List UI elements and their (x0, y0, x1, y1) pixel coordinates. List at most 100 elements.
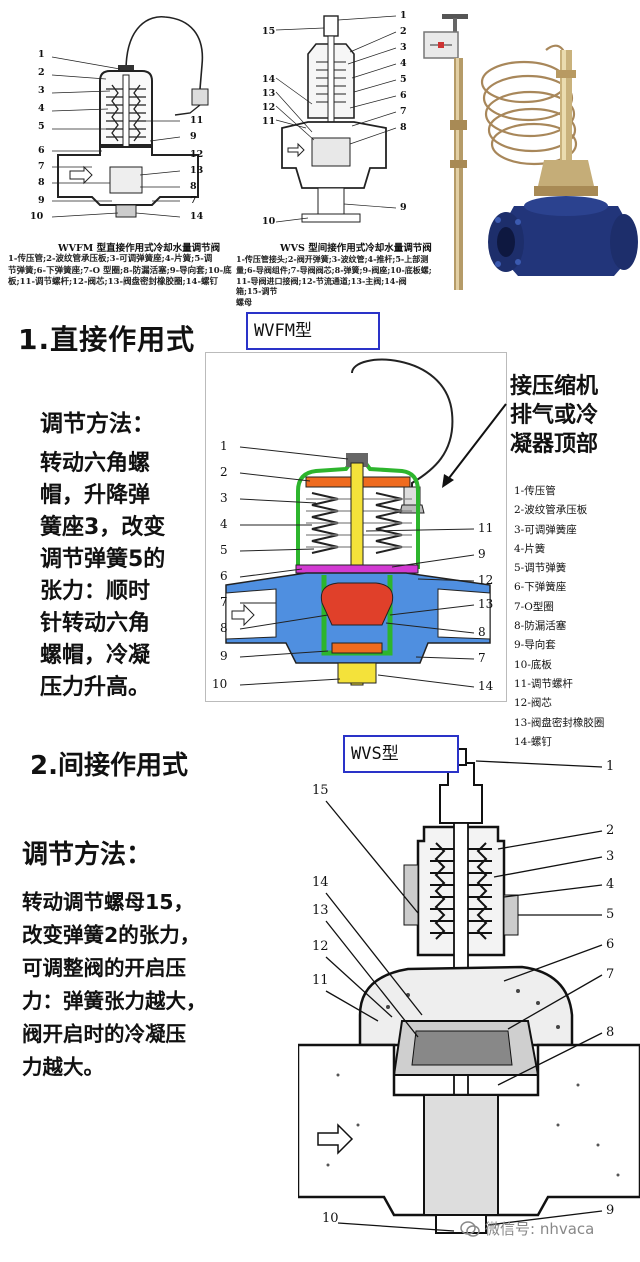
legend-item: 4-片簧 (514, 542, 546, 555)
section1-method-line: 簧座3，改变 (40, 515, 166, 540)
fig2-num-6: 6 (400, 90, 407, 101)
section2-method-title: 调节方法： (22, 840, 153, 870)
section2-method-text: 转动调节螺母15， 改变弹簧2的张力， 可调整阀的开启压 力：弹簧张力越大， 阀… (22, 886, 292, 1084)
diagram1-num-9: 9 (220, 649, 228, 663)
parts-legend: 1-传压管 2-波纹管承压板 3-可调弹簧座 4-片簧 5-调节弹簧 6-下弹簧… (514, 482, 638, 752)
valve-photo (418, 10, 640, 295)
fig2-caption-line: 量;6-导阀组件;7-导阀阀芯;8-弹簧;9-阀座;10-底板螺; (236, 264, 432, 275)
section1-method-line: 帽，升降弹 (40, 483, 151, 508)
top-figure-wvs: 15 14 13 12 11 10 1 2 3 4 5 6 7 8 9 (262, 8, 412, 236)
section1-method-title: 调节方法： (40, 411, 155, 437)
wvfm-line-drawing (51, 15, 209, 218)
legend-item: 11-调节螺杆 (514, 677, 573, 690)
fig2-num-11: 11 (262, 116, 276, 127)
diagram1-num-2: 2 (220, 465, 228, 479)
fig1-caption-line: 板;11-调节螺杆;12-阀芯;13-阀盘密封橡胶圈;14-螺钉 (8, 277, 218, 287)
diagram1-num-6: 6 (220, 569, 228, 583)
fig2-caption-line: 1-传压管接头;2-阀开弹簧;3-波纹管;4-推杆;5-上部测 (236, 254, 429, 264)
diagram1-num-9r: 9 (478, 547, 486, 561)
fig2-num-13: 13 (262, 88, 276, 99)
fig2-num-8: 8 (400, 122, 407, 133)
section2-method-line: 力越大。 (22, 1055, 104, 1079)
fig1-num-1: 1 (38, 49, 45, 60)
fig2-num-10: 10 (262, 216, 276, 227)
fig1-num-8: 8 (38, 177, 45, 188)
section2-method-line: 改变弹簧2的张力， (22, 923, 201, 947)
fig1-num-7r: 7 (190, 195, 197, 206)
fig1-num-5: 5 (38, 121, 45, 132)
wvs-large-diagram: 15 14 13 12 11 10 1 2 3 4 5 6 7 8 9 (298, 745, 640, 1250)
section1-method-line: 调节弹簧5的 (40, 547, 166, 572)
fig2-num-14: 14 (262, 74, 276, 85)
section2-method-line: 阀开启时的冷凝压 (22, 1022, 186, 1046)
legend-item: 1-传压管 (514, 485, 556, 497)
section2-method-line: 力：弹簧张力越大， (22, 989, 207, 1013)
fig1-num-9r: 9 (190, 131, 197, 142)
fig2-num-4: 4 (400, 58, 407, 69)
fig2-title: WVS 型间接作用式冷却水量调节阀 (280, 243, 432, 254)
diagram1-num-11: 11 (478, 521, 494, 535)
diagram1-num-10: 10 (212, 677, 228, 691)
section2-model-box: WVS型 (343, 735, 459, 773)
fig2-num-15: 15 (262, 26, 276, 37)
fig1-num-10: 10 (30, 211, 44, 222)
diagram1-num-12: 12 (478, 573, 494, 587)
diagram2-num-4: 4 (606, 877, 615, 892)
legend-item: 7-O型圈 (514, 600, 554, 613)
valve-photo-illustration (423, 14, 638, 290)
diagram1-num-1: 1 (220, 439, 228, 453)
section1-heading: 1.直接作用式 (18, 323, 196, 356)
fig2-num-5: 5 (400, 74, 407, 85)
legend-item: 9-导向套 (514, 639, 556, 652)
side-note-line: 排气或冷 (510, 403, 599, 428)
side-note: 接压缩机 排气或冷 凝器顶部 (510, 372, 636, 459)
legend-item: 13-阀盘密封橡胶圈 (514, 716, 605, 729)
diagram1-num-13: 13 (478, 597, 494, 611)
wvs-large-diagram-svg (298, 748, 640, 1234)
diagram1-num-14: 14 (478, 679, 494, 693)
diagram2-num-15: 15 (312, 783, 329, 798)
diagram2-num-6: 6 (606, 937, 615, 952)
fig1-num-4: 4 (38, 103, 45, 114)
diagram1-num-7: 7 (220, 595, 228, 609)
fig1-num-9: 9 (38, 195, 45, 206)
fig2-num-7: 7 (400, 106, 407, 117)
fig2-caption-line: 11-导阀进口接阀;12-节流通道;13-主阀;14-阀箱;15-调节 (236, 275, 407, 297)
fig2-num-12: 12 (262, 102, 276, 113)
side-note-line: 凝器顶部 (510, 432, 599, 457)
diagram1-num-5: 5 (220, 543, 228, 557)
fig1-caption: 1-传压管;2-波纹管承压板;3-可调弹簧座;4-片簧;5-调 节弹簧;6-下弹… (8, 254, 236, 289)
section1-method-line: 压力升高。 (40, 675, 151, 700)
section2-method-line: 转动调节螺母15， (22, 890, 195, 914)
fig1-num-3: 3 (38, 85, 45, 96)
diagram1-num-8: 8 (220, 621, 228, 635)
diagram2-num-7: 7 (606, 967, 615, 982)
legend-item: 6-下弹簧座 (514, 581, 567, 594)
legend-item: 14-螺钉 (514, 735, 552, 748)
fig1-num-8r: 8 (190, 181, 197, 192)
diagram2-num-2: 2 (606, 823, 615, 838)
section1-model-box: WVFM型 (246, 312, 380, 350)
diagram2-num-8: 8 (606, 1025, 615, 1040)
legend-item: 10-底板 (514, 658, 552, 671)
fig2-num-9: 9 (400, 202, 407, 213)
fig1-num-14: 14 (190, 211, 204, 222)
fig1-caption-line: 节弹簧;6-下弹簧座;7-O 型圈;8-防漏活塞;9-导向套;10-底 (8, 265, 232, 276)
diagram2-num-14: 14 (312, 875, 329, 890)
diagram2-num-9: 9 (606, 1203, 615, 1218)
section1-method-line: 针转动六角 (40, 611, 151, 636)
fig1-num-7: 7 (38, 161, 45, 172)
diagram1-num-7r: 7 (478, 651, 486, 665)
fig2-caption: 1-传压管接头;2-阀开弹簧;3-波纹管;4-推杆;5-上部测 量;6-导阀组件… (236, 254, 432, 308)
fig2-caption-line: 螺母 (236, 297, 252, 308)
legend-item: 3-可调弹簧座 (514, 523, 577, 536)
side-note-line: 接压缩机 (510, 374, 599, 399)
fig1-caption-line: 1-传压管;2-波纹管承压板;3-可调弹簧座;4-片簧;5-调 (8, 254, 213, 264)
diagram1-num-3: 3 (220, 491, 228, 505)
legend-item: 8-防漏活塞 (514, 620, 567, 633)
legend-item: 5-调节弹簧 (514, 562, 567, 575)
wvs-line-drawing-small (275, 15, 397, 223)
fig2-num-3: 3 (400, 42, 407, 53)
diagram2-num-12: 12 (312, 939, 329, 954)
fig1-num-6: 6 (38, 145, 45, 156)
